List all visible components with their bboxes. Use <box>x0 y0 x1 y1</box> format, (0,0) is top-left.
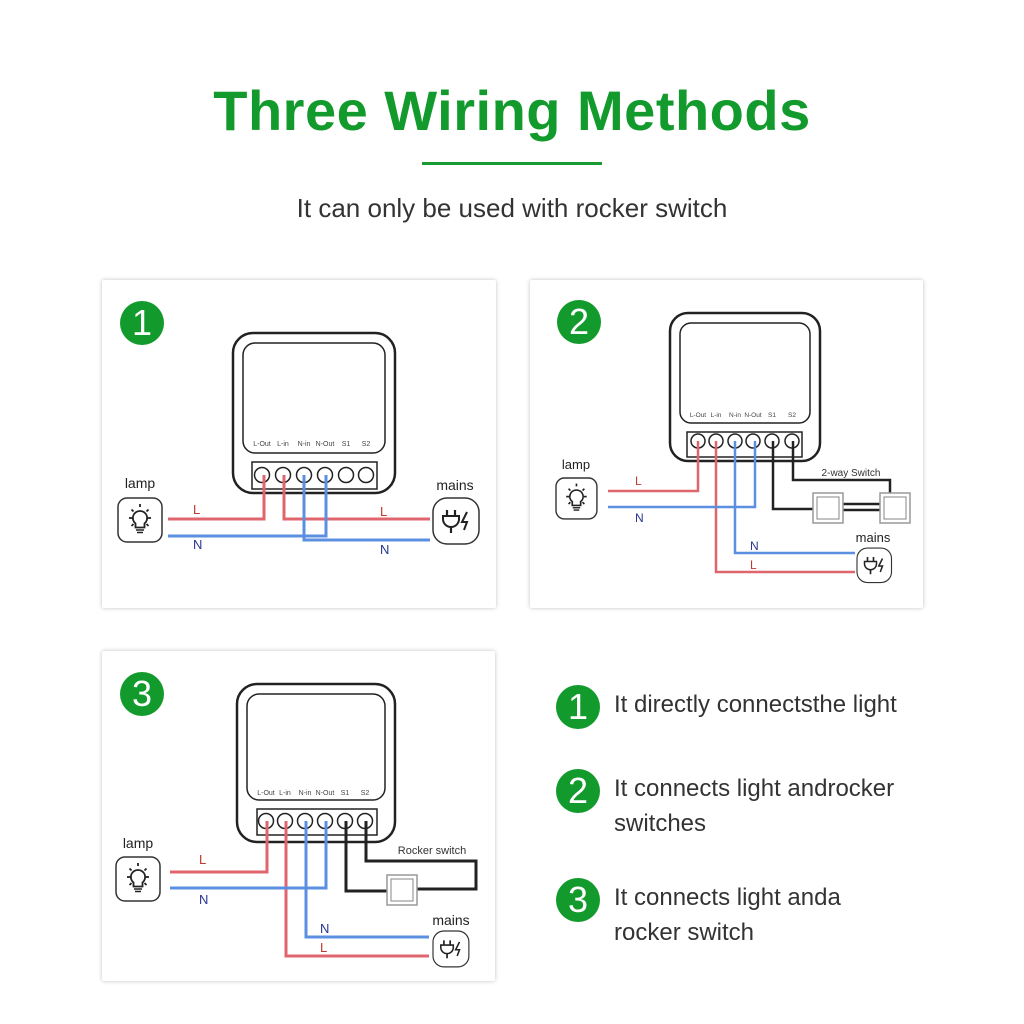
switch-wire-s1 <box>771 441 825 511</box>
terminal-label: L-in <box>277 441 289 448</box>
neutral-wire-mains <box>304 821 429 939</box>
terminal-label: S1 <box>768 412 776 419</box>
terminal-label: L-in <box>711 412 722 419</box>
legend-text: It connects light androcker switches <box>614 775 895 837</box>
wire-label-neutral: N <box>380 542 389 557</box>
plug-icon <box>856 547 893 584</box>
wire-label-neutral: N <box>199 892 208 907</box>
wiring-panel-3: 3 L-Out L-in N-in N-Out S1 S2 <box>102 651 495 981</box>
wiring-diagram-1: L-Out L-in N-in N-Out S1 S2 L N L N lamp… <box>117 331 481 557</box>
legend-badge: 3 <box>556 878 600 922</box>
rocker-switch-icon <box>386 874 418 906</box>
terminal-label: N-Out <box>316 790 335 797</box>
title-underline <box>422 162 602 165</box>
terminal-s1 <box>337 466 355 484</box>
legend-item-1: 1 It directly connectsthe light <box>556 685 897 729</box>
live-wire-mains <box>284 821 429 958</box>
wires <box>168 475 430 542</box>
mains-label: mains <box>856 530 891 545</box>
page-subtitle: It can only be used with rocker switch <box>296 193 728 223</box>
plug-icon <box>431 496 481 546</box>
switch-wire-s1 <box>344 821 402 893</box>
legend-badge: 2 <box>556 769 600 813</box>
live-wire-lamp <box>168 475 266 521</box>
terminal-label: S1 <box>342 441 351 448</box>
terminal-label: N-in <box>729 412 741 419</box>
terminal-label: S2 <box>361 790 370 797</box>
lightbulb-icon <box>115 856 161 902</box>
wiring-panel-2: 2 L-Out L-in N-in N-Out S1 S2 <box>530 280 923 608</box>
terminal-label: S1 <box>341 790 350 797</box>
wire-label-live: L <box>635 474 642 488</box>
terminal-label: L-Out <box>690 412 706 419</box>
wiring-panel-1: 1 L-Out L-in N-in N-Out S1 S2 <box>102 280 496 608</box>
relay-module <box>231 331 397 495</box>
wire-label-live: L <box>380 504 387 519</box>
mains-label: mains <box>432 912 469 928</box>
panel-badge: 1 <box>120 301 164 345</box>
neutral-wire-mains <box>733 441 855 555</box>
relay-module <box>235 682 397 844</box>
switch-wire-s2 <box>364 821 478 891</box>
lamp-label: lamp <box>562 457 590 472</box>
lamp-label: lamp <box>123 835 154 851</box>
neutral-wire-lamp <box>608 441 757 509</box>
lightbulb-icon <box>555 477 598 520</box>
wiring-diagram-2: L-Out L-in N-in N-Out S1 S2 2-way Switch… <box>555 311 911 584</box>
legend-text: It connects light anda rocker switch <box>614 884 841 946</box>
live-wire-lamp <box>170 821 269 874</box>
wiring-diagram-3: L-Out L-in N-in N-Out S1 S2 Rocker switc… <box>115 682 478 968</box>
panel-badge: 3 <box>120 672 164 716</box>
live-wire-mains <box>714 441 855 574</box>
wire-label-live: L <box>750 558 757 572</box>
relay-module <box>668 311 822 463</box>
terminal-label: L-Out <box>253 441 271 448</box>
terminal-l-out <box>253 466 271 484</box>
page-title: Three Wiring Methods <box>213 79 811 142</box>
wire-label-live: L <box>320 940 327 955</box>
mains-label: mains <box>436 477 473 493</box>
panel-badge: 2 <box>557 300 601 344</box>
legend-item-2: 2 It connects light androcker switches <box>556 769 894 837</box>
terminal-label: N-Out <box>316 441 335 448</box>
terminal-label: S2 <box>362 441 371 448</box>
lamp-label: lamp <box>125 475 156 491</box>
wire-label-live: L <box>193 502 200 517</box>
wire-label-live: L <box>199 852 206 867</box>
neutral-wire-lamp <box>170 821 328 890</box>
terminal-label: N-in <box>298 441 311 448</box>
wire-label-neutral: N <box>635 511 644 525</box>
wire-label-neutral: N <box>193 537 202 552</box>
two-way-switch-icon <box>812 492 844 524</box>
terminal-n-out <box>745 433 761 449</box>
terminal-label: N-Out <box>744 412 762 419</box>
wire-label-neutral: N <box>320 921 329 936</box>
legend-text: It directly connectsthe light <box>614 691 897 718</box>
plug-icon <box>432 930 470 968</box>
switch-label: Rocker switch <box>398 845 466 857</box>
two-way-switch-icon <box>879 492 911 524</box>
wire-label-neutral: N <box>750 539 759 553</box>
neutral-wire-lamp <box>168 475 328 538</box>
terminal-label: L-Out <box>257 790 275 797</box>
live-wire-lamp <box>608 441 700 493</box>
terminal-label: L-in <box>279 790 291 797</box>
live-wire-mains <box>282 475 430 521</box>
legend-item-3: 3 It connects light anda rocker switch <box>556 878 841 946</box>
terminal-s2 <box>357 466 375 484</box>
terminal-label: N-in <box>299 790 312 797</box>
legend-badge: 1 <box>556 685 600 729</box>
neutral-wire-mains <box>302 475 430 542</box>
switch-label: 2-way Switch <box>822 468 881 479</box>
lightbulb-icon <box>117 497 163 543</box>
terminal-label: S2 <box>788 412 796 419</box>
